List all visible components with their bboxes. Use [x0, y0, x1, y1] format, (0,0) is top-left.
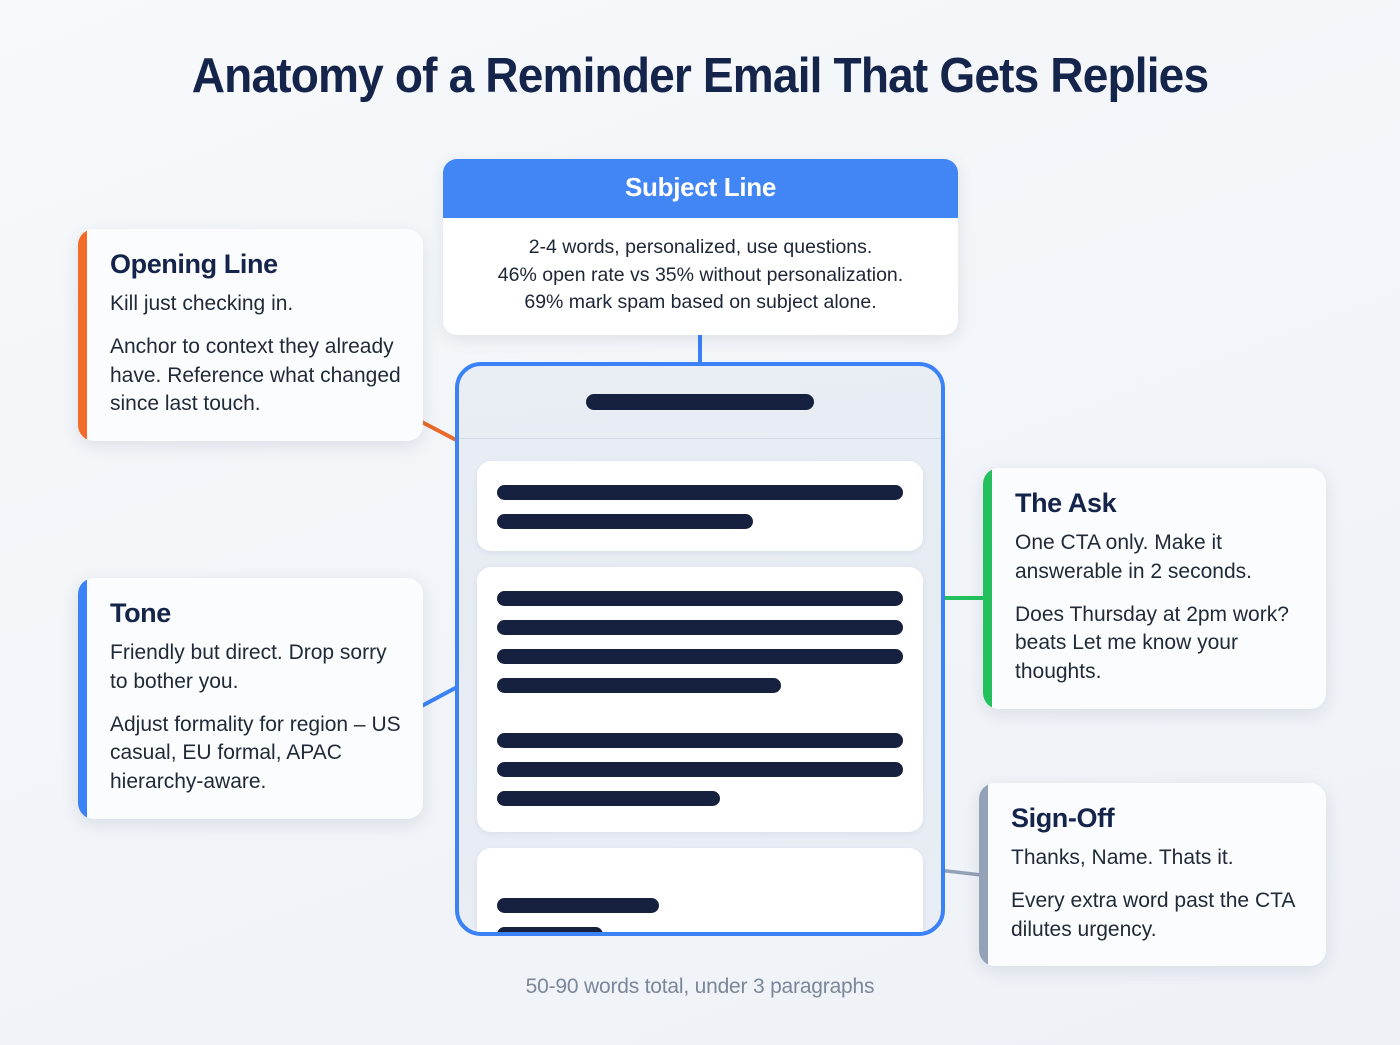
annotation-paragraph: One CTA only. Make it answerable in 2 se… [1015, 531, 1252, 583]
annotation-paragraph: Anchor to context they already have. Ref… [110, 334, 401, 416]
text-bar [497, 791, 721, 806]
accent-bar [78, 229, 87, 442]
annotation-card-sign-off: Sign-Off Thanks, Name. Thats it. Every e… [979, 783, 1326, 967]
text-bar [497, 514, 753, 529]
annotation-title: Sign-Off [1011, 803, 1115, 833]
email-body [459, 439, 941, 932]
page-title: Anatomy of a Reminder Email That Gets Re… [191, 49, 1209, 103]
subject-line-stat: 46% open rate vs 35% without personaliza… [497, 263, 904, 286]
annotation-paragraph: Friendly but direct. Drop sorry to bothe… [110, 641, 387, 693]
annotation-title: The Ask [1015, 488, 1117, 518]
annotation-title: Tone [110, 598, 171, 628]
accent-bar [78, 578, 87, 819]
text-bar [497, 762, 903, 777]
subject-line-body: 2-4 words, personalized, use questions. … [443, 218, 958, 335]
email-mockup-caption: 50-90 words total, under 3 paragraphs [525, 975, 875, 998]
annotation-paragraph: Kill just checking in. [110, 292, 294, 315]
annotation-paragraph: Does Thursday at 2pm work? beats Let me … [1015, 602, 1289, 684]
subject-line-stat: 2-4 words, personalized, use questions. [528, 236, 873, 258]
annotation-paragraph: Adjust formality for region – US casual,… [110, 712, 401, 794]
annotation-paragraph: Thanks, Name. Thats it. [1011, 846, 1234, 869]
accent-bar [983, 468, 992, 709]
text-bar [497, 485, 903, 500]
text-bar [497, 620, 903, 635]
annotation-card-tone: Tone Friendly but direct. Drop sorry to … [78, 578, 423, 819]
text-bar [497, 733, 903, 748]
annotation-paragraph: Every extra word past the CTA dilutes ur… [1011, 888, 1295, 941]
email-mockup [455, 362, 945, 936]
subject-line-heading: Subject Line [443, 159, 958, 218]
text-bar [497, 649, 903, 664]
text-bar [497, 678, 782, 693]
annotation-card-opening-line: Opening Line Kill just checking in. Anch… [78, 229, 423, 442]
annotation-title: Opening Line [110, 249, 278, 279]
subject-line-card: Subject Line 2-4 words, personalized, us… [443, 159, 958, 336]
text-bar [497, 927, 603, 932]
email-block-signoff [477, 848, 923, 932]
subject-line-stat: 69% mark spam based on subject alone. [524, 291, 877, 314]
accent-bar [979, 783, 988, 967]
email-subject-bar [586, 394, 814, 410]
email-header [459, 366, 941, 439]
email-block-opening [477, 461, 923, 551]
text-bar [497, 898, 660, 913]
text-bar [497, 591, 903, 606]
email-block-body [477, 567, 923, 832]
annotation-card-the-ask: The Ask One CTA only. Make it answerable… [983, 468, 1326, 709]
